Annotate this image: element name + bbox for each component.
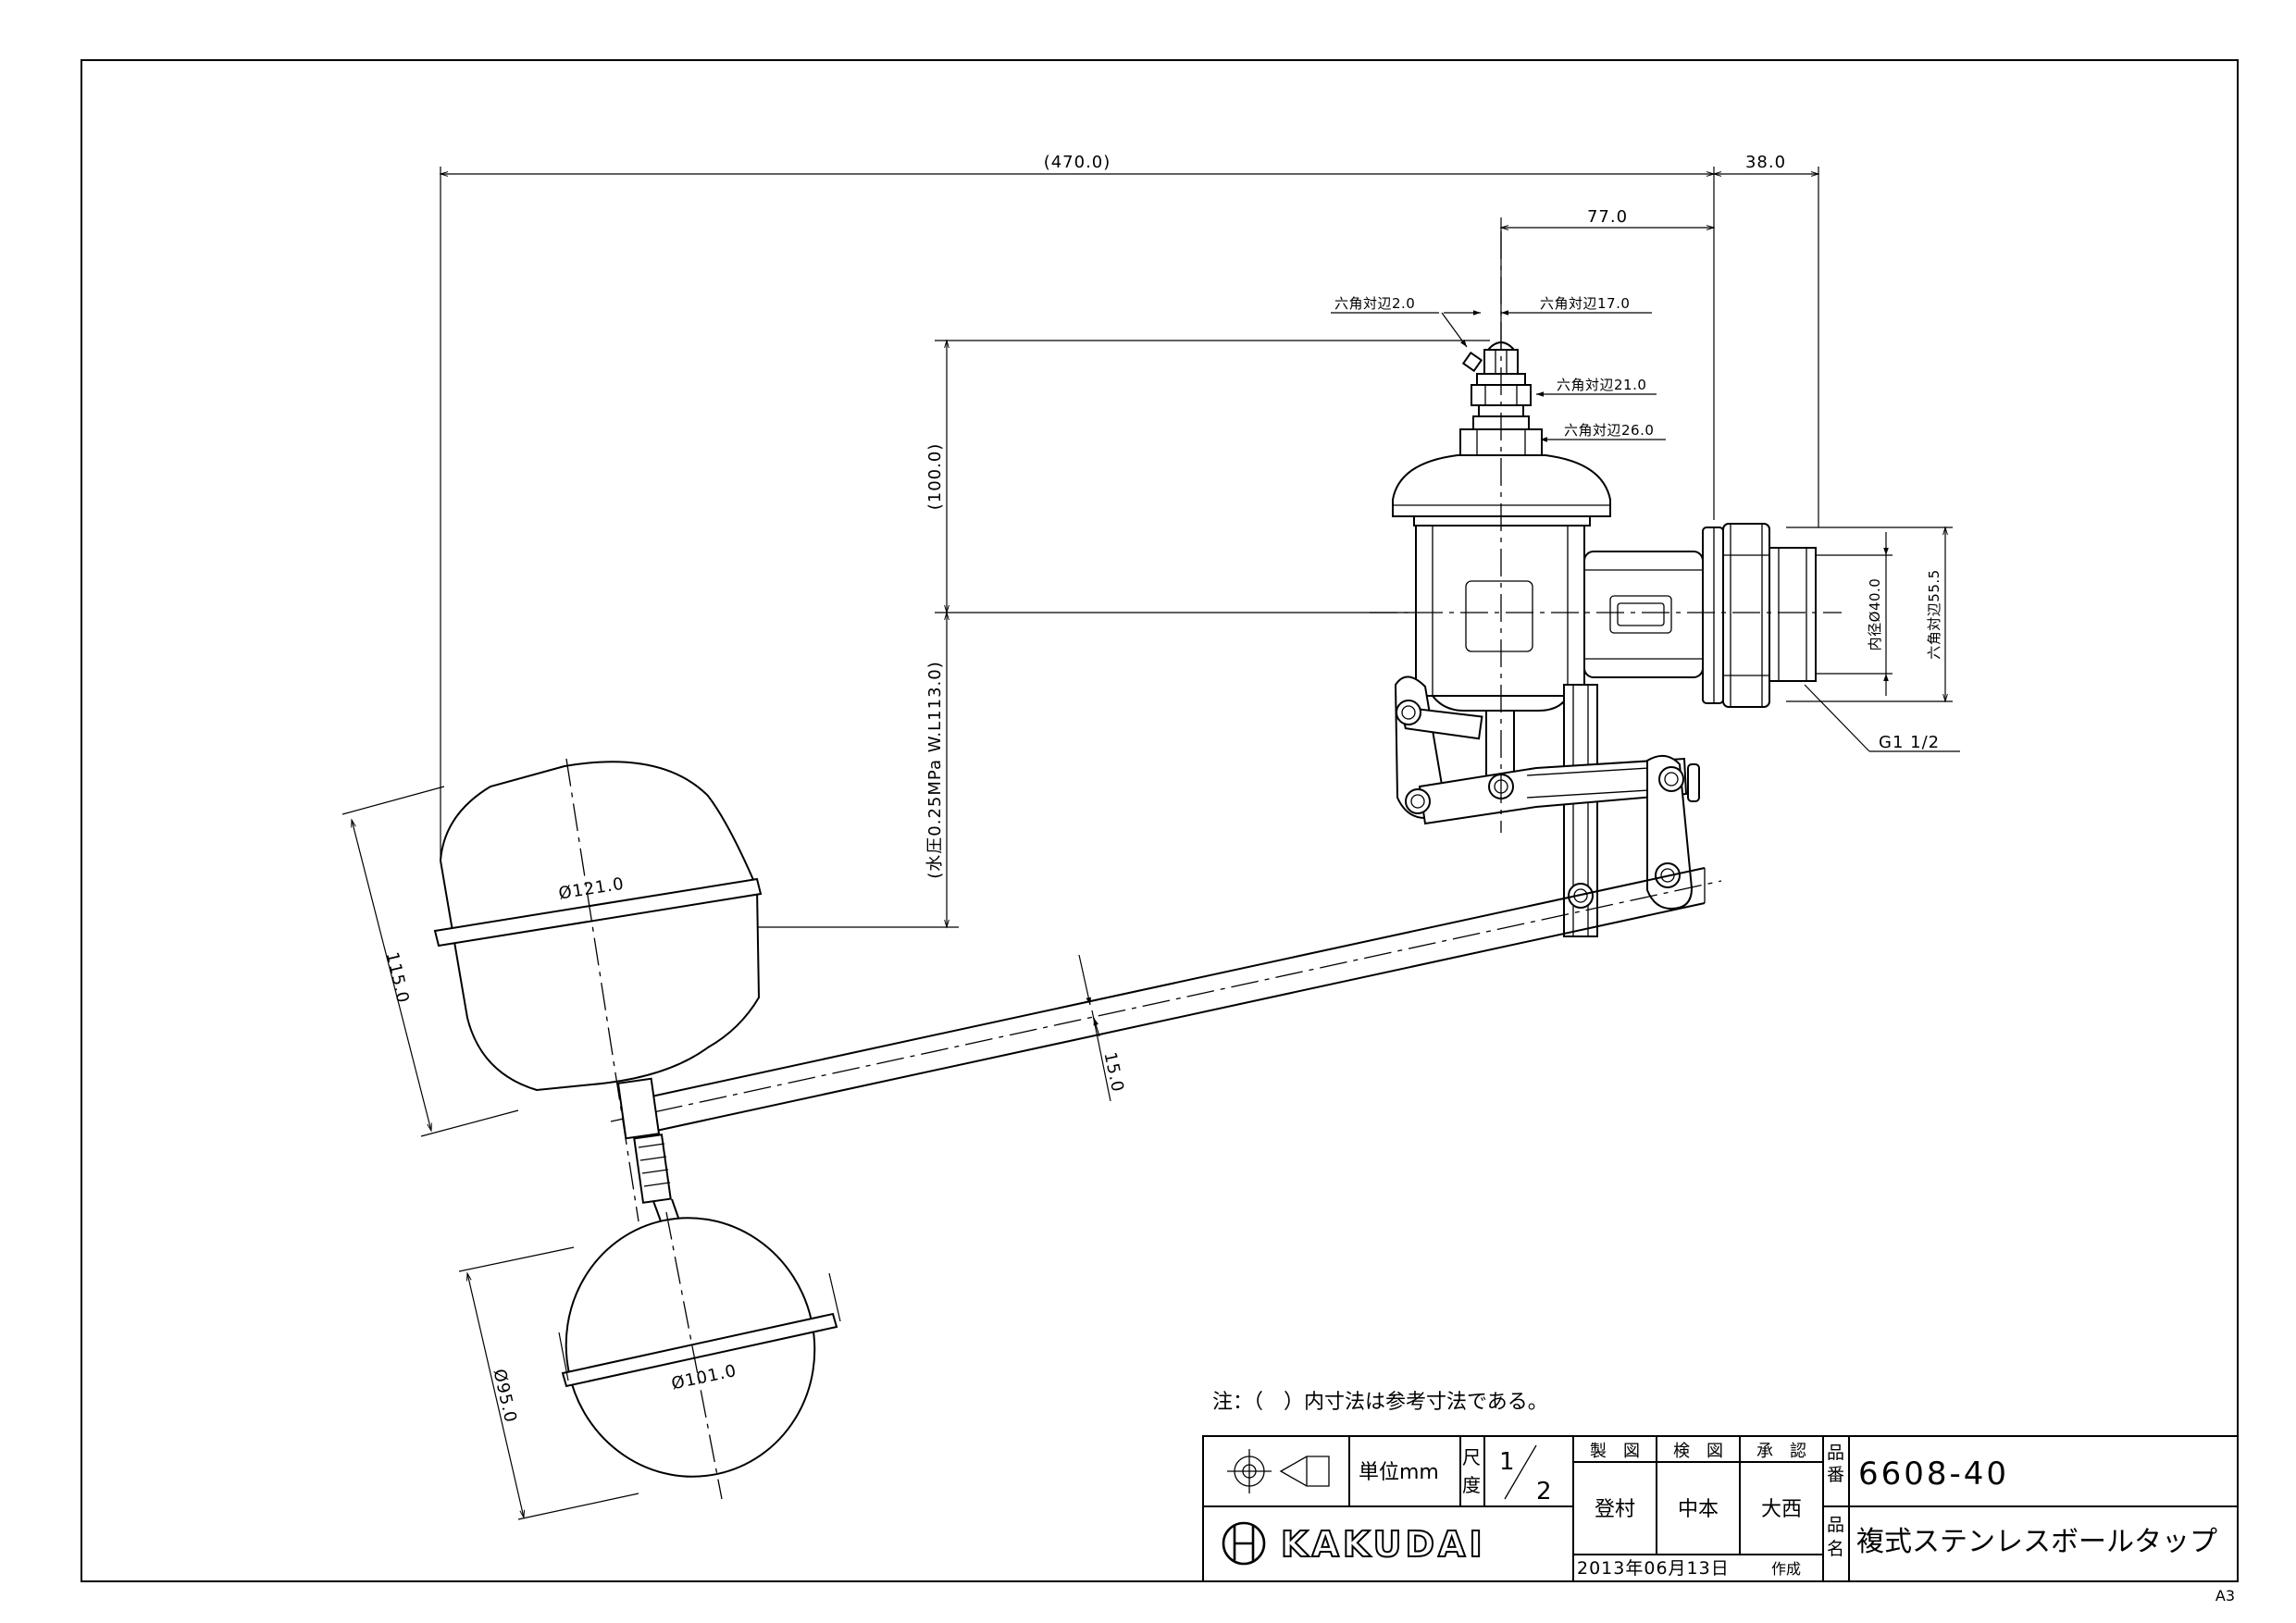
dimension-inner-diameter-label: 内径Ø40.0 <box>1867 578 1883 651</box>
sheet-size-label: A3 <box>2215 1587 2235 1604</box>
part-name: 複式ステンレスボールタップ <box>1856 1526 2217 1558</box>
valve-assembly <box>1370 231 1842 937</box>
dimension-hex-2: 六角対辺2.0 <box>1331 295 1481 348</box>
checked-by: 中本 <box>1678 1498 1719 1521</box>
drawing-date: 2013年06月13日 <box>1577 1558 1730 1579</box>
dimension-flange-depth: 38.0 <box>1712 153 1820 527</box>
dimension-hex-17: 六角対辺17.0 <box>1501 295 1652 316</box>
scale-label-1: 尺 <box>1462 1446 1481 1468</box>
dimension-hex-26: 六角対辺26.0 <box>1540 422 1666 442</box>
dimension-hex-55: 六角対辺55.5 <box>1786 526 1953 703</box>
part-name-label-1: 品 <box>1827 1515 1844 1535</box>
approved-label: 承 認 <box>1756 1442 1806 1461</box>
dimension-thread: G1 1/2 <box>1804 684 1960 752</box>
title-block: 単位mm 尺 度 1 2 製 図 検 図 承 認 登村 中本 大西 2013年0… <box>1202 1435 2239 1582</box>
part-name-label-2: 名 <box>1827 1539 1844 1559</box>
dimension-rod-label: 15.0 <box>1100 1050 1128 1094</box>
part-no-label-1: 品 <box>1827 1443 1844 1463</box>
unit-label: 単位mm <box>1359 1461 1439 1484</box>
dimension-hex-21-label: 六角対辺21.0 <box>1557 377 1646 393</box>
dimension-hex-55-label: 六角対辺55.5 <box>1926 569 1942 659</box>
upper-float: Ø121.0 115.0 <box>341 758 763 1237</box>
drawn-label: 製 図 <box>1590 1442 1640 1461</box>
lower-float: Ø101.0 Ø95.0 <box>458 1211 841 1520</box>
dimension-overall-width-label: (470.0) <box>1044 153 1111 172</box>
dimension-float1-height-label: 115.0 <box>382 950 413 1006</box>
part-no-label-2: 番 <box>1827 1465 1844 1485</box>
drawn-by: 登村 <box>1595 1498 1635 1521</box>
dimension-height-100-label: (100.0) <box>925 443 945 511</box>
dimension-water-level-label: (水圧0.25MPa W.L113.0) <box>925 661 945 878</box>
bolt-icons <box>1396 700 1684 909</box>
scale-denominator: 2 <box>1536 1478 1552 1505</box>
dimension-height-100: (100.0) <box>925 339 1684 614</box>
scale-numerator: 1 <box>1499 1448 1515 1476</box>
part-number: 6608-40 <box>1858 1456 2009 1493</box>
created-label: 作成 <box>1771 1560 1801 1578</box>
checked-label: 検 図 <box>1673 1442 1723 1461</box>
dimension-float2-height-label: Ø95.0 <box>489 1368 520 1425</box>
sheet-border <box>81 59 2239 1582</box>
brand-name: KAKUDAI <box>1281 1524 1486 1565</box>
dimension-thread-label: G1 1/2 <box>1879 733 1940 752</box>
dimension-body-offset: 77.0 <box>1499 207 1716 352</box>
dimension-hex-21: 六角対辺21.0 <box>1536 377 1657 397</box>
dimension-inner-diameter: 内径Ø40.0 <box>1814 532 1893 696</box>
reference-note: 注：（ ）内寸法は参考寸法である。 <box>1212 1391 1548 1414</box>
approved-by: 大西 <box>1761 1498 1802 1521</box>
dimension-flange-depth-label: 38.0 <box>1745 153 1786 172</box>
third-angle-projection-icon <box>1227 1449 1330 1493</box>
dimension-hex-2-label: 六角対辺2.0 <box>1334 295 1415 312</box>
scale-label-2: 度 <box>1462 1474 1481 1496</box>
float-rod: 15.0 <box>610 867 1722 1134</box>
dimension-hex-17-label: 六角対辺17.0 <box>1540 295 1630 312</box>
dimension-body-offset-label: 77.0 <box>1587 207 1628 227</box>
dimension-hex-26-label: 六角対辺26.0 <box>1564 422 1654 439</box>
kakudai-logo: KAKUDAI <box>1222 1521 1486 1566</box>
